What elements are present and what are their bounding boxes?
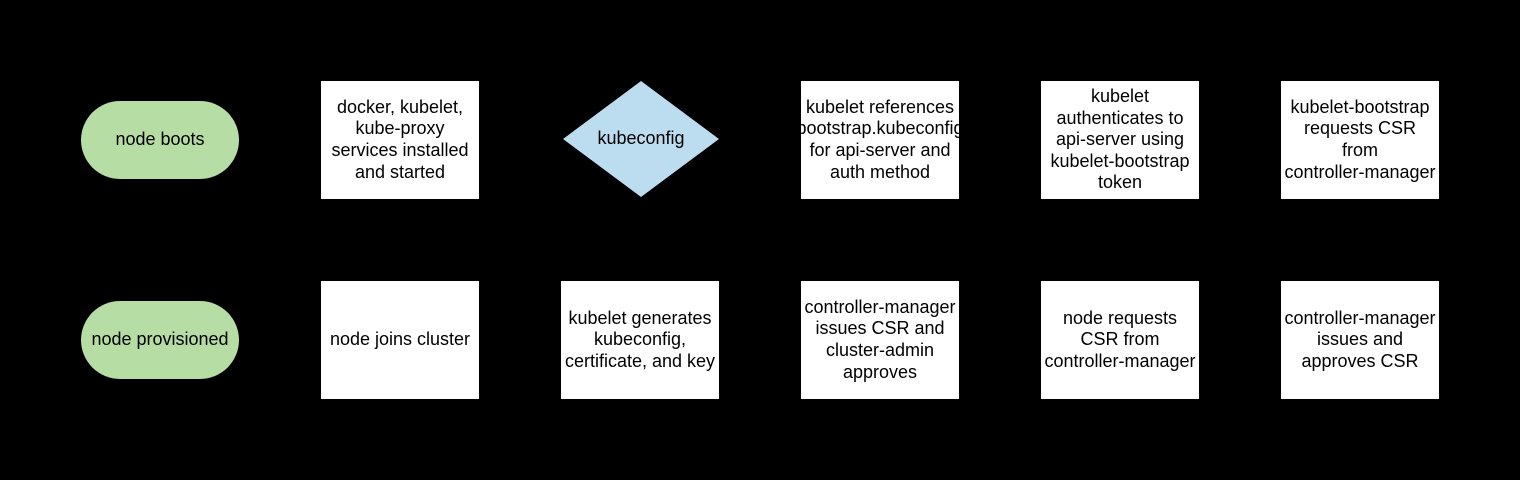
kubelet-authenticates-label: kubelet authenticates to api-server usin… <box>1050 86 1190 193</box>
process-bootstrap-requests-csr: kubelet-bootstrap requests CSR from cont… <box>1281 81 1439 199</box>
process-node-requests-csr: node requests CSR from controller-manage… <box>1041 281 1199 399</box>
node-joins-cluster-label: node joins cluster <box>329 329 471 350</box>
terminator-node-boots: node boots <box>81 101 239 179</box>
kubelet-references-label: kubelet references bootstrap.kubeconfig … <box>796 96 964 182</box>
process-node-joins-cluster: node joins cluster <box>321 281 479 399</box>
bootstrap-requests-csr-label: kubelet-bootstrap requests CSR from cont… <box>1284 96 1436 182</box>
process-kubelet-generates: kubelet generates kubeconfig, certificat… <box>561 281 719 399</box>
services-installed-label: docker, kubelet, kube-proxy services ins… <box>331 96 469 182</box>
cm-issues-csr-admin-approves-label: controller-manager issues CSR and cluste… <box>804 296 956 382</box>
process-kubelet-references: kubelet references bootstrap.kubeconfig … <box>796 81 964 199</box>
node-provisioned-label: node provisioned <box>91 329 229 350</box>
node-boots-label: node boots <box>115 129 205 150</box>
process-cm-issues-and-approves: controller-manager issues and approves C… <box>1281 281 1439 399</box>
cm-issues-and-approves-label: controller-manager issues and approves C… <box>1284 307 1436 371</box>
decision-kubeconfig: kubeconfig <box>563 81 719 197</box>
kubelet-generates-label: kubelet generates kubeconfig, certificat… <box>564 307 716 371</box>
process-cm-issues-csr-admin-approves: controller-manager issues CSR and cluste… <box>801 281 959 399</box>
terminator-node-provisioned: node provisioned <box>81 301 239 379</box>
process-services-installed: docker, kubelet, kube-proxy services ins… <box>321 81 479 199</box>
node-requests-csr-label: node requests CSR from controller-manage… <box>1044 307 1196 371</box>
process-kubelet-authenticates: kubelet authenticates to api-server usin… <box>1041 81 1199 199</box>
kubeconfig-label: kubeconfig <box>597 128 685 149</box>
